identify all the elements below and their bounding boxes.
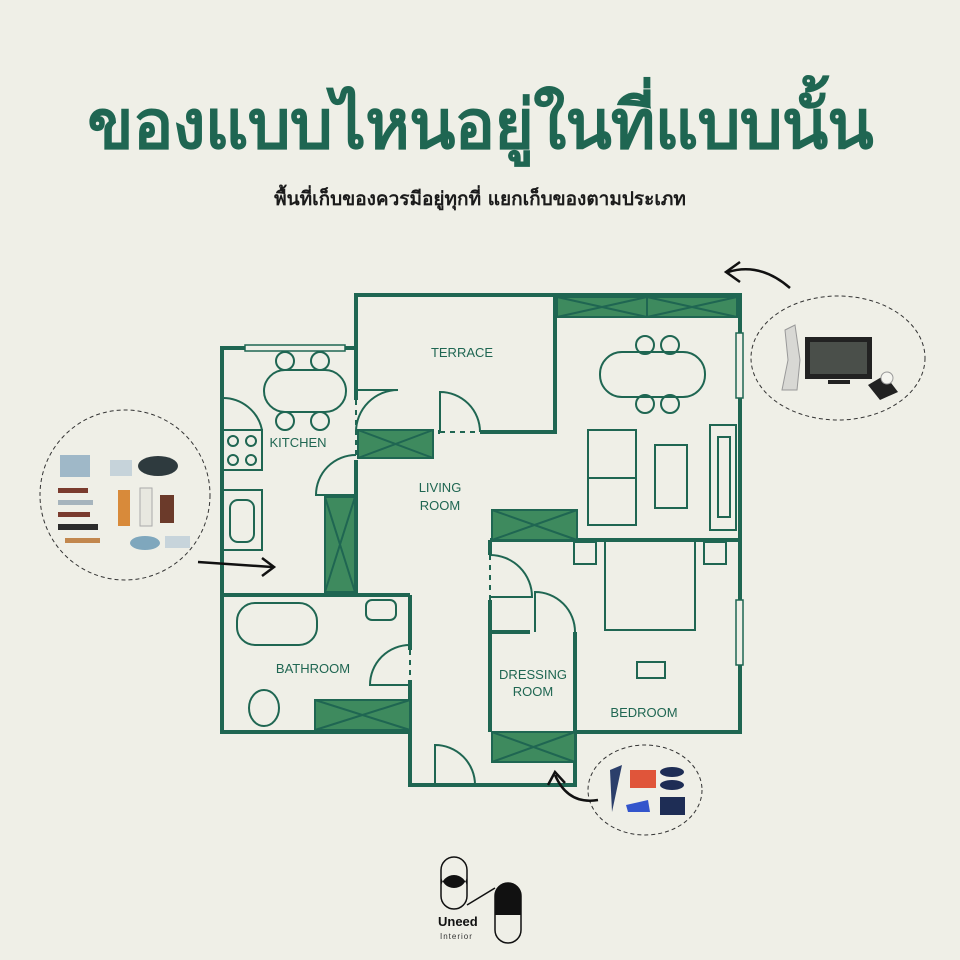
logo-tagline: Interior [440,932,473,941]
kitchen-items-callout [39,409,277,581]
room-label-dressing-1: DRESSING [499,667,567,682]
decor-tv-icon [781,324,898,400]
page-title: ของแบบไหนอยู่ในที่แบบนั้น [87,86,874,165]
logo-name: Uneed [438,914,478,929]
arrow-icon [553,774,599,802]
room-label-living-1: LIVING [419,480,462,495]
uneed-logo: Uneed Interior [438,856,522,944]
storage-unit-bathroom [314,699,411,731]
room-label-kitchen: KITCHEN [269,435,326,450]
storage-unit-living-top [556,296,738,318]
storage-unit-terrace [357,429,434,459]
room-label-bathroom: BATHROOM [276,661,350,676]
doors [314,389,576,786]
living-items-callout [723,260,926,421]
accessories-icon [610,765,685,815]
storage-unit-living [491,509,578,541]
cookware-icon [58,455,190,550]
dressing-items-callout [546,744,703,836]
page-subtitle: พื้นที่เก็บของควรมีอยู่ทุกที่ แยกเก็บของ… [274,188,686,210]
walls [220,293,744,787]
storage-unit-dressing [491,731,576,763]
furniture [221,335,737,727]
room-label-terrace: TERRACE [431,345,493,360]
storage-unit-kitchen [324,496,356,593]
arrow-icon [197,560,273,569]
storage-units [314,296,738,763]
arrow-icon [727,268,791,289]
room-label-bedroom: BEDROOM [610,705,677,720]
room-label-dressing-2: ROOM [513,684,553,699]
room-label-living-2: ROOM [420,498,460,513]
